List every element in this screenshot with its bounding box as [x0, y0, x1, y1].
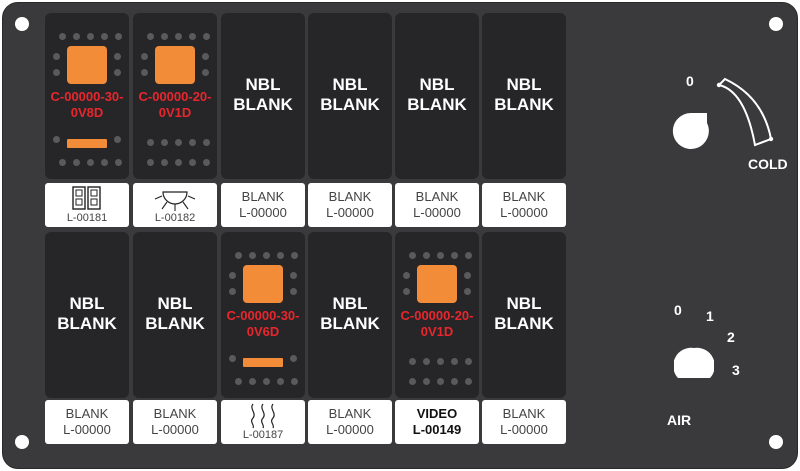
mounting-hole-bottom-right [769, 435, 783, 449]
label-code: L-00181 [66, 212, 108, 224]
switch-top-4[interactable]: NBL BLANK [308, 13, 392, 179]
indicator-bar [67, 139, 107, 148]
label-bottom-4: BLANK L-00000 [308, 400, 392, 444]
switch-title: NBL BLANK [494, 75, 554, 114]
cold-label: COLD [748, 156, 788, 172]
mounting-hole-top-right [769, 17, 783, 31]
switch-bottom-3[interactable]: C-00000-30- 0V6D [221, 232, 305, 398]
label-name: BLANK [65, 406, 109, 421]
label-top-6: BLANK L-00000 [482, 183, 566, 227]
switch-title: NBL BLANK [407, 75, 467, 114]
label-code: L-00000 [151, 422, 199, 437]
label-code: L-00000 [326, 205, 374, 220]
cold-range-icon [716, 77, 774, 147]
temp-zero-label: 0 [686, 73, 694, 89]
air-knob[interactable] [674, 346, 714, 386]
label-code: L-00000 [500, 205, 548, 220]
label-bottom-1: BLANK L-00000 [45, 400, 129, 444]
door-icon [72, 186, 101, 210]
label-top-3: BLANK L-00000 [221, 183, 305, 227]
label-name: BLANK [241, 189, 285, 204]
air-position-2: 2 [727, 329, 735, 345]
label-top-5: BLANK L-00000 [395, 183, 479, 227]
switch-bottom-1[interactable]: NBL BLANK [45, 232, 129, 398]
heat-icon [250, 403, 275, 429]
label-code: L-00000 [63, 422, 111, 437]
label-code: L-00000 [413, 205, 461, 220]
indicator-lamp [417, 265, 457, 303]
label-name: BLANK [328, 189, 372, 204]
mounting-hole-bottom-left [15, 435, 29, 449]
switch-top-2[interactable]: C-00000-20- 0V1D [133, 13, 217, 179]
switch-title: NBL BLANK [320, 75, 380, 114]
label-code: L-00000 [326, 422, 374, 437]
switch-bottom-2[interactable]: NBL BLANK [133, 232, 217, 398]
temperature-knob[interactable] [671, 111, 711, 151]
switch-title: NBL BLANK [494, 294, 554, 333]
label-top-2: L-00182 [133, 183, 217, 227]
label-bottom-5: VIDEO L-00149 [395, 400, 479, 444]
switch-code: C-00000-20- 0V1D [400, 308, 474, 339]
label-code: L-00000 [500, 422, 548, 437]
air-label: AIR [667, 412, 692, 428]
switch-code: C-00000-30- 0V8D [50, 89, 124, 120]
switch-code: C-00000-30- 0V6D [226, 308, 300, 339]
indicator-lamp [155, 46, 195, 84]
air-position-0: 0 [674, 302, 682, 318]
switch-bottom-6[interactable]: NBL BLANK [482, 232, 566, 398]
switch-top-6[interactable]: NBL BLANK [482, 13, 566, 179]
indicator-bar [243, 358, 283, 367]
label-name: BLANK [415, 189, 459, 204]
label-code: L-00149 [412, 422, 462, 437]
label-bottom-2: BLANK L-00000 [133, 400, 217, 444]
label-top-4: BLANK L-00000 [308, 183, 392, 227]
mounting-hole-top-left [15, 17, 29, 31]
light-icon [154, 191, 196, 211]
switch-title: NBL BLANK [320, 294, 380, 333]
label-code: L-00000 [239, 205, 287, 220]
air-position-3: 3 [732, 362, 740, 378]
label-bottom-6: BLANK L-00000 [482, 400, 566, 444]
switch-title: NBL BLANK [57, 294, 117, 333]
label-name: BLANK [502, 189, 546, 204]
switch-top-3[interactable]: NBL BLANK [221, 13, 305, 179]
label-bottom-3: L-00187 [221, 400, 305, 444]
switch-code: C-00000-20- 0V1D [138, 89, 212, 120]
air-position-1: 1 [706, 308, 714, 324]
label-code: L-00182 [154, 212, 196, 224]
switch-bottom-5[interactable]: C-00000-20- 0V1D [395, 232, 479, 398]
switch-bottom-4[interactable]: NBL BLANK [308, 232, 392, 398]
switch-top-5[interactable]: NBL BLANK [395, 13, 479, 179]
switch-title: NBL BLANK [233, 75, 293, 114]
switch-title: NBL BLANK [145, 294, 205, 333]
label-name: BLANK [328, 406, 372, 421]
label-name: BLANK [502, 406, 546, 421]
label-name: VIDEO [416, 406, 458, 421]
label-top-1: L-00181 [45, 183, 129, 227]
switch-top-1[interactable]: C-00000-30- 0V8D [45, 13, 129, 179]
label-code: L-00187 [242, 429, 284, 441]
label-name: BLANK [153, 406, 197, 421]
indicator-lamp [67, 46, 107, 84]
indicator-lamp [243, 265, 283, 303]
